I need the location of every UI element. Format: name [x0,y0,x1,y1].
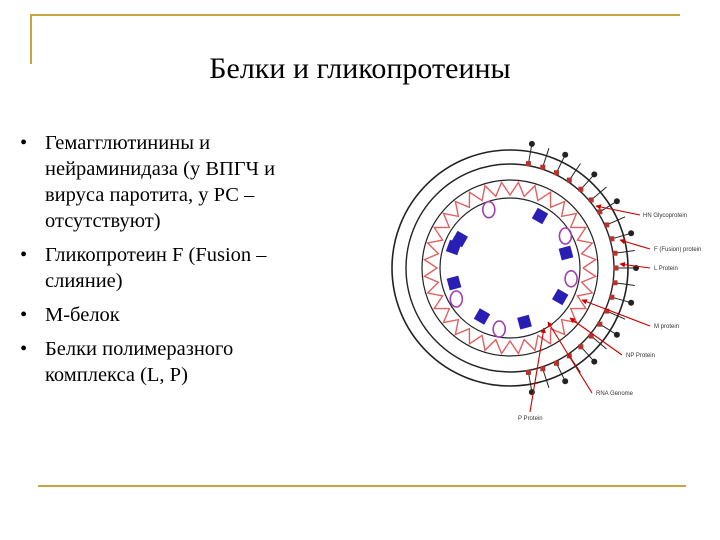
label-l-protein: L Protein [654,266,678,272]
spike-head [613,198,620,205]
m-protein-block [446,275,462,291]
label-m-protein: M protein [654,324,679,330]
frame-left-line [30,14,32,64]
bullet-item: • М-белок [20,304,120,326]
spike-head [628,230,635,237]
spike-base [604,222,610,228]
spike-base [540,366,546,372]
spike-base [554,170,559,176]
label-arrow [547,321,593,394]
nucleocapsid-zigzag [422,180,598,356]
bullet-list: • Гемагглютинины и нейраминидаза (у ВПГЧ… [20,130,360,396]
spike-head [562,151,569,158]
spike-base [597,209,603,215]
slide-title: Белки и гликопротеины [209,52,511,85]
label-arrow [581,299,651,327]
spike-base [566,177,572,183]
bullet-icon: • [20,244,28,266]
virion [391,140,639,396]
frame-top-line [30,14,680,16]
m-protein-block [445,239,462,256]
bullet-item: • Гемагглютинины и нейраминидаза (у ВПГЧ… [20,132,276,232]
label-hn-glycoprotein: HN Glycoprotein [643,213,687,219]
spike-head [562,378,569,385]
bullet-icon: • [20,132,28,154]
core-ring [439,197,581,339]
spike-base [588,333,594,339]
label-rna-genome: RNA Genome [596,391,634,397]
p-protein-oval [481,200,496,219]
label-fusion-protein: F (Fusion) protein [654,247,701,253]
bullet-item: • Белки полимеразного комплекса (L, P) [20,338,234,386]
spike-base [554,360,559,366]
outer-envelope-ring [391,149,629,387]
spike-base [578,186,584,192]
label-arrow [569,317,623,356]
spike-base [540,164,546,170]
m-protein-blocks [445,207,574,330]
p-protein-oval [449,290,464,308]
m-protein-block [517,314,532,330]
spike-base [525,161,531,167]
spike-base [609,236,615,242]
frame-bottom-line [38,485,686,487]
bullet-icon: • [20,338,28,360]
inner-membrane-ring [421,179,599,357]
spike-base [612,280,618,286]
spike-base [613,265,619,271]
m-protein-block [552,288,569,306]
label-arrows [529,204,651,413]
spike-base [612,250,618,256]
m-protein-block [473,308,491,325]
spike-base [609,294,615,300]
spike-head [591,358,598,365]
p-protein-oval [492,320,507,338]
spike-head [528,140,535,147]
bullet-item: • Гликопротеин F (Fusion – слияние) [20,244,267,292]
label-np-protein: NP Protein [626,353,655,359]
p-protein-oval [564,269,578,288]
spike-head [628,299,635,306]
p-protein-oval [558,227,573,245]
diagram-labels: HN Glycoprotein F (Fusion) protein L Pro… [518,213,701,422]
spike-head [613,331,620,338]
label-p-protein: P Protein [518,416,543,422]
spike-head [591,171,598,178]
label-arrow [595,204,641,216]
label-arrow [619,261,651,269]
label-arrow [529,327,546,413]
glycoprotein-spikes [525,140,639,396]
spike-base [597,321,603,327]
bullet-icon: • [20,304,28,326]
spike-base [578,344,584,350]
spike-base [604,308,610,314]
label-arrow [619,238,651,250]
spike-base [588,197,594,203]
nucleocapsid-helix [422,180,598,356]
p-protein-ovals [449,200,578,338]
spike-base [525,369,531,375]
m-protein-block [558,245,574,261]
m-protein-block [531,207,549,225]
